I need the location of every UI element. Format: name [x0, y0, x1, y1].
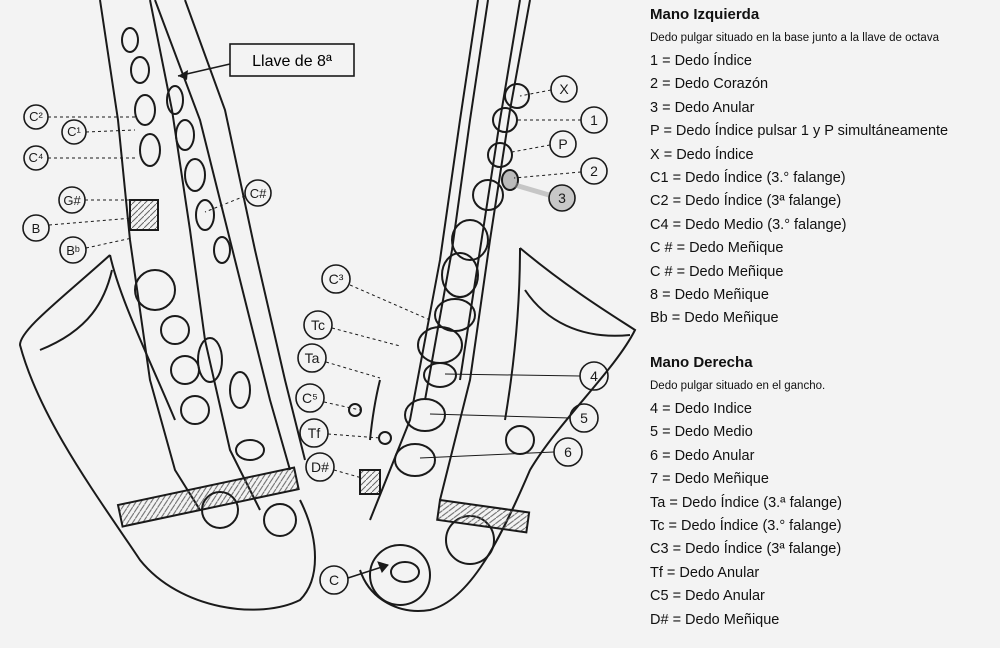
fingering-legend: Mano Izquierda Dedo pulgar situado en la… [648, 6, 998, 628]
left-hand-list: 1 = Dedo Índice 2 = Dedo Corazón 3 = Dedo … [648, 50, 998, 331]
svg-text:G#: G# [63, 193, 81, 208]
svg-text:P: P [558, 136, 567, 152]
svg-text:5: 5 [580, 410, 588, 426]
callout-c3: C³ [321, 264, 431, 321]
right-hand-section: Mano Derecha Dedo pulgar situado en el g… [648, 354, 842, 632]
svg-text:B: B [32, 221, 41, 236]
right-hand-item: 6 = Dedo Anular [650, 447, 755, 464]
right-hand-note: Dedo pulgar situado en el gancho. [650, 380, 826, 392]
left-hand-item: C1 = Dedo Índice (3.° falange) [650, 170, 846, 187]
left-hand-item: 8 = Dedo Meñique [650, 287, 769, 304]
left-hand-note: Dedo pulgar situado en la base junto a l… [650, 32, 939, 44]
right-hand-item: 7 = Dedo Meñique [650, 471, 769, 488]
callout-c4: C⁴ [23, 145, 135, 171]
svg-text:1: 1 [590, 112, 598, 128]
svg-text:C¹: C¹ [67, 124, 81, 139]
callout-2: 2 [513, 157, 608, 185]
left-hand-item: X = Dedo Índice [650, 146, 754, 163]
right-hand-item: D# = Dedo Meñique [650, 611, 780, 628]
callout-c: C [319, 561, 389, 595]
callout-c2: C² [23, 104, 135, 130]
svg-text:4: 4 [590, 368, 598, 384]
callout-ta: Ta [297, 343, 381, 379]
svg-text:Bᵇ: Bᵇ [66, 243, 80, 258]
left-hand-item: C # = Dedo Meñique [650, 263, 784, 280]
svg-text:D#: D# [311, 459, 329, 475]
left-hand-item: 2 = Dedo Corazón [650, 76, 769, 93]
callout-c1: C¹ [61, 119, 136, 145]
right-hand-item: C5 = Dedo Anular [650, 588, 765, 605]
callout-5: 5 [429, 403, 599, 433]
svg-text:Tc: Tc [311, 317, 325, 333]
callout-d-sharp: D# [305, 452, 363, 482]
left-hand-section: Mano Izquierda Dedo pulgar situado en la… [648, 6, 998, 331]
svg-text:X: X [559, 81, 569, 97]
right-saxophone-drawing [348, 0, 637, 612]
callout-b: B [22, 214, 133, 242]
svg-text:C²: C² [29, 109, 43, 124]
right-hand-item: Ta = Dedo Índice (3.ª falange) [650, 494, 842, 511]
callout-g-sharp: G# [58, 186, 132, 214]
left-hand-item: C4 = Dedo Medio (3.° falange) [650, 216, 847, 233]
left-hand-title: Mano Izquierda [650, 6, 760, 23]
callout-c-sharp: C# [204, 179, 272, 213]
svg-text:3: 3 [558, 190, 566, 206]
svg-text:2: 2 [590, 163, 598, 179]
right-hand-title: Mano Derecha [650, 354, 753, 371]
svg-text:C#: C# [250, 186, 267, 201]
svg-text:C: C [329, 572, 339, 588]
left-hand-item: 3 = Dedo Anular [650, 99, 755, 116]
callout-x: X [519, 75, 578, 103]
left-callouts: C² C¹ C⁴ G# B Bᵇ C# [22, 104, 272, 264]
callout-tc: Tc [303, 310, 401, 347]
left-hand-item: C # = Dedo Meñique [650, 240, 784, 257]
right-hand-list: 4 = Dedo Indice 5 = Dedo Medio 6 = Dedo An… [648, 398, 842, 632]
callout-c5: C⁵ [295, 383, 361, 413]
right-hand-item: 5 = Dedo Medio [650, 424, 753, 441]
left-hand-item: 1 = Dedo Índice [650, 53, 752, 69]
left-hand-item: C2 = Dedo Índice (3ª falange) [650, 193, 842, 210]
callout-b-flat: Bᵇ [59, 236, 133, 264]
callout-tf: Tf [299, 418, 381, 448]
svg-text:C³: C³ [329, 271, 344, 287]
right-hand-item: 4 = Dedo Indice [650, 401, 752, 417]
octave-key-label: Llave de 8ª [252, 53, 332, 70]
right-hand-item: Tc = Dedo Índice (3.° falange) [650, 518, 842, 535]
callout-6: 6 [419, 437, 583, 467]
svg-text:6: 6 [564, 444, 572, 460]
svg-text:C⁵: C⁵ [302, 390, 318, 406]
octave-key-callout: Llave de 8ª [177, 43, 355, 80]
left-hand-item: P = Dedo Índice pulsar 1 y P simultáneam… [650, 123, 949, 140]
left-saxophone-drawing [18, 0, 316, 611]
svg-text:C⁴: C⁴ [29, 150, 44, 165]
left-hand-item: Bb = Dedo Meñique [650, 310, 779, 327]
svg-text:Tf: Tf [308, 425, 321, 441]
right-hand-item: Tf = Dedo Anular [650, 564, 760, 581]
callout-p: P [511, 130, 577, 158]
callout-3: 3 [514, 182, 576, 212]
right-hand-item: C3 = Dedo Índice (3ª falange) [650, 541, 842, 558]
right-callouts: X 1 P 2 3 C³ Tc [295, 75, 609, 595]
svg-text:Ta: Ta [305, 350, 320, 366]
callout-4: 4 [444, 361, 609, 391]
callout-1: 1 [518, 106, 608, 134]
